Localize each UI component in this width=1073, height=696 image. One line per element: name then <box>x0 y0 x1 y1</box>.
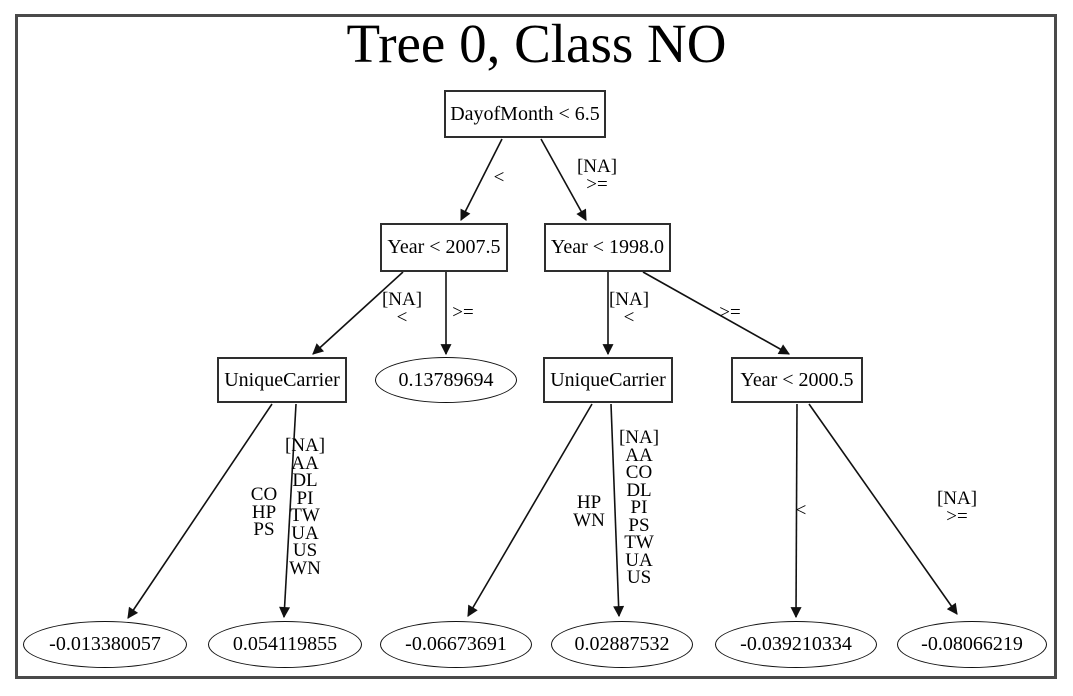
tree-node-uniquecarrier-right: UniqueCarrier <box>543 357 673 403</box>
tree-leaf-4: 0.02887532 <box>551 621 693 668</box>
tree-leaf-5: -0.039210334 <box>715 621 877 668</box>
edge-label-root-l: < <box>493 167 505 188</box>
tree-leaf-1: -0.013380057 <box>23 621 187 668</box>
tree-node-year-2000: Year < 2000.5 <box>731 357 863 403</box>
edge-label-rl-leaf3: HP WN <box>573 492 605 531</box>
edge-label-rr-leaf6: [NA] >= <box>936 488 978 527</box>
edge-label-l-lr: >= <box>452 302 474 323</box>
tree-leaf-3: -0.06673691 <box>380 621 532 668</box>
edge-label-rr-leaf5: < <box>795 500 807 521</box>
edge-label-l-ll: [NA] < <box>381 289 423 328</box>
edge-label-root-r: [NA] >= <box>576 156 618 195</box>
edge-label-r-rr: >= <box>719 302 741 323</box>
edge-label-rl-leaf4: [NA] AA CO DL PI PS TW UA US <box>618 427 660 588</box>
tree-leaf-013789694: 0.13789694 <box>375 357 517 403</box>
tree-leaf-6: -0.08066219 <box>897 621 1047 668</box>
tree-node-year-2007: Year < 2007.5 <box>380 223 508 272</box>
tree-node-uniquecarrier-left: UniqueCarrier <box>217 357 347 403</box>
tree-node-root: DayofMonth < 6.5 <box>444 90 606 138</box>
edge-label-ll-leaf2: [NA] AA DL PI TW UA US WN <box>284 435 326 579</box>
edge-label-ll-leaf1: CO HP PS <box>250 484 278 540</box>
edge-label-r-rl: [NA] < <box>608 289 650 328</box>
tree-leaf-2: 0.054119855 <box>208 621 362 668</box>
tree-node-year-1998: Year < 1998.0 <box>544 223 671 272</box>
plot-border <box>15 14 1057 679</box>
diagram-title: Tree 0, Class NO <box>346 13 727 74</box>
